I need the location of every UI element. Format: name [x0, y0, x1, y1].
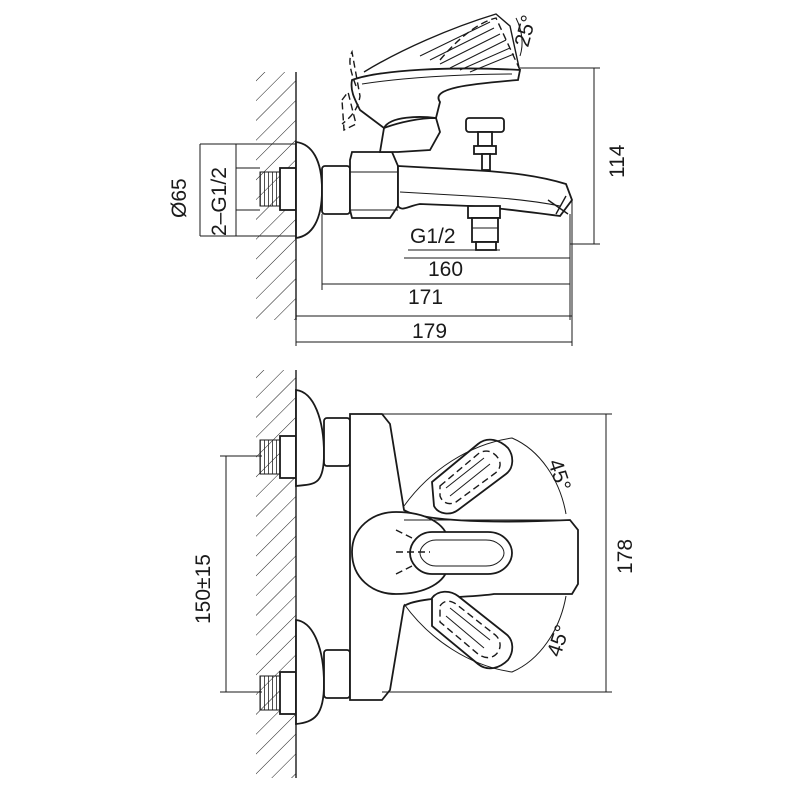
handle-lever-side: [350, 67, 522, 130]
total-height-dimension: 178: [382, 413, 637, 693]
outlet-thread-label: G1/2: [410, 225, 456, 248]
total-depth-dimension: 179: [295, 200, 573, 346]
outlet-thread-dimension: G1/2: [408, 225, 500, 251]
side-view: 25° Ø65 2–G1/2: [168, 13, 629, 346]
center-distance-dimension: 150±15: [192, 455, 262, 693]
rotation-arc-lower: [403, 595, 567, 673]
rotation-arc-upper: [403, 437, 567, 521]
diameter-label: Ø65: [168, 178, 191, 218]
spout-side: [397, 165, 574, 217]
shower-outlet-g12: [467, 205, 501, 251]
front-view: 45° 45° 150±15 178: [192, 370, 637, 778]
diameter-dimension: Ø65 2–G1/2: [168, 143, 296, 237]
handle-base-side: [378, 117, 441, 153]
handle-open-position: [341, 17, 521, 125]
angle-label-25: 25°: [511, 13, 541, 50]
body-depth-dimension: 171: [321, 214, 570, 309]
wall-section-bottom: [256, 370, 297, 778]
spout-aerator: [547, 195, 569, 215]
connector-nut-side: [321, 165, 351, 215]
lower-lever[interactable]: [431, 590, 514, 670]
angle-arc-25: [515, 17, 523, 57]
total-depth-label: 179: [412, 320, 447, 343]
angle-label-45-lower: 45°: [543, 622, 575, 659]
height-label-114: 114: [606, 144, 629, 178]
diverter-knob[interactable]: [465, 117, 505, 171]
inlet-thread-label: 2–G1/2: [208, 167, 231, 236]
valve-body-side: [349, 151, 399, 219]
aerator-front: [409, 531, 513, 575]
angle-label-45-upper: 45°: [543, 456, 575, 493]
body-depth-label: 171: [408, 286, 443, 309]
total-height-label: 178: [614, 539, 637, 574]
upper-lever[interactable]: [431, 438, 514, 515]
spout-depth-label: 160: [428, 258, 463, 281]
lower-inlet: [259, 618, 351, 726]
inlet-connector-side: [259, 167, 297, 211]
wall-flange-side: [295, 140, 323, 240]
height-dimension-114: 114: [520, 67, 629, 245]
spout-depth-dimension: 160: [404, 214, 571, 320]
center-distance-label: 150±15: [192, 554, 215, 624]
